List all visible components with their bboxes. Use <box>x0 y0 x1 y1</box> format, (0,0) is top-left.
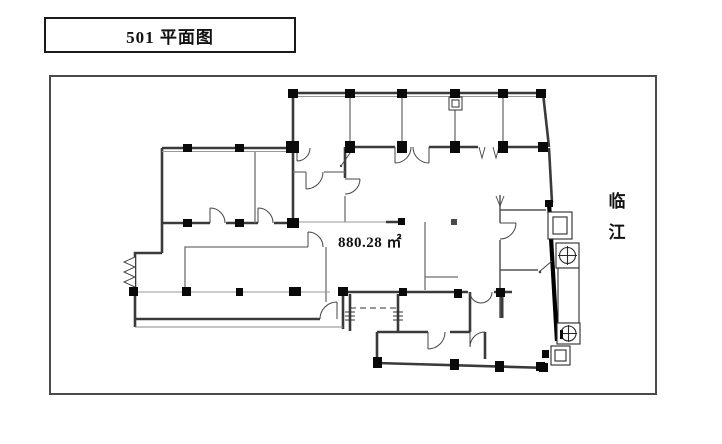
elevator-shaft <box>557 267 580 324</box>
entrance-vestibule <box>345 307 403 321</box>
area-label: 880.28 ㎡ <box>338 235 403 251</box>
orientation-char: 临 <box>608 192 626 211</box>
break-line-zigzag <box>122 256 137 288</box>
page-title: 501 平面图 <box>126 27 214 47</box>
columns <box>129 89 553 372</box>
door-arcs <box>209 146 553 350</box>
shaft-box <box>448 96 463 111</box>
title-box: 501 平面图 <box>44 17 296 53</box>
elevator-symbols <box>536 211 581 371</box>
orientation-char: 江 <box>608 223 626 242</box>
orientation-label: 临 江 <box>605 193 629 241</box>
